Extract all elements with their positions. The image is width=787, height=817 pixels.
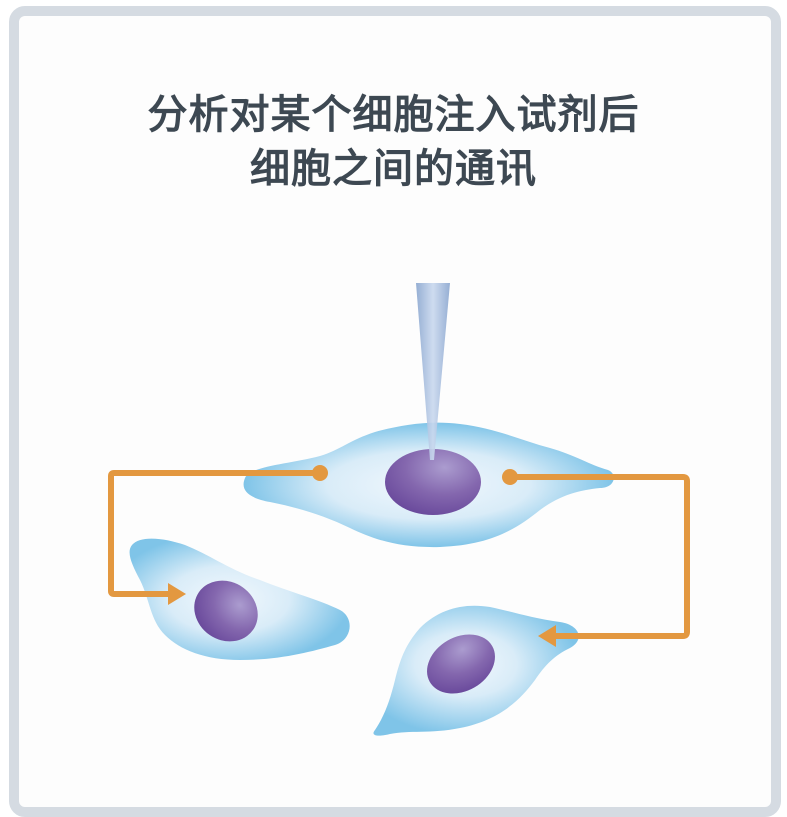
micropipette	[416, 283, 450, 460]
cell-bottom-left	[129, 538, 350, 660]
title-line-1: 分析对某个细胞注入试剂后	[147, 92, 640, 138]
diagram-title: 分析对某个细胞注入试剂后 细胞之间的通讯	[0, 88, 787, 196]
nucleus-bottom-left	[194, 580, 258, 642]
arrow-right	[502, 469, 690, 647]
nucleus-bottom-right	[427, 634, 495, 694]
cell-top	[243, 422, 614, 548]
arrow-right-head	[538, 625, 556, 647]
cell-bottom-right	[373, 605, 579, 736]
title-line-2: 细胞之间的通讯	[250, 146, 537, 192]
arrow-left	[108, 465, 328, 605]
nucleus-top	[385, 449, 481, 515]
arrow-left-head	[168, 583, 186, 605]
